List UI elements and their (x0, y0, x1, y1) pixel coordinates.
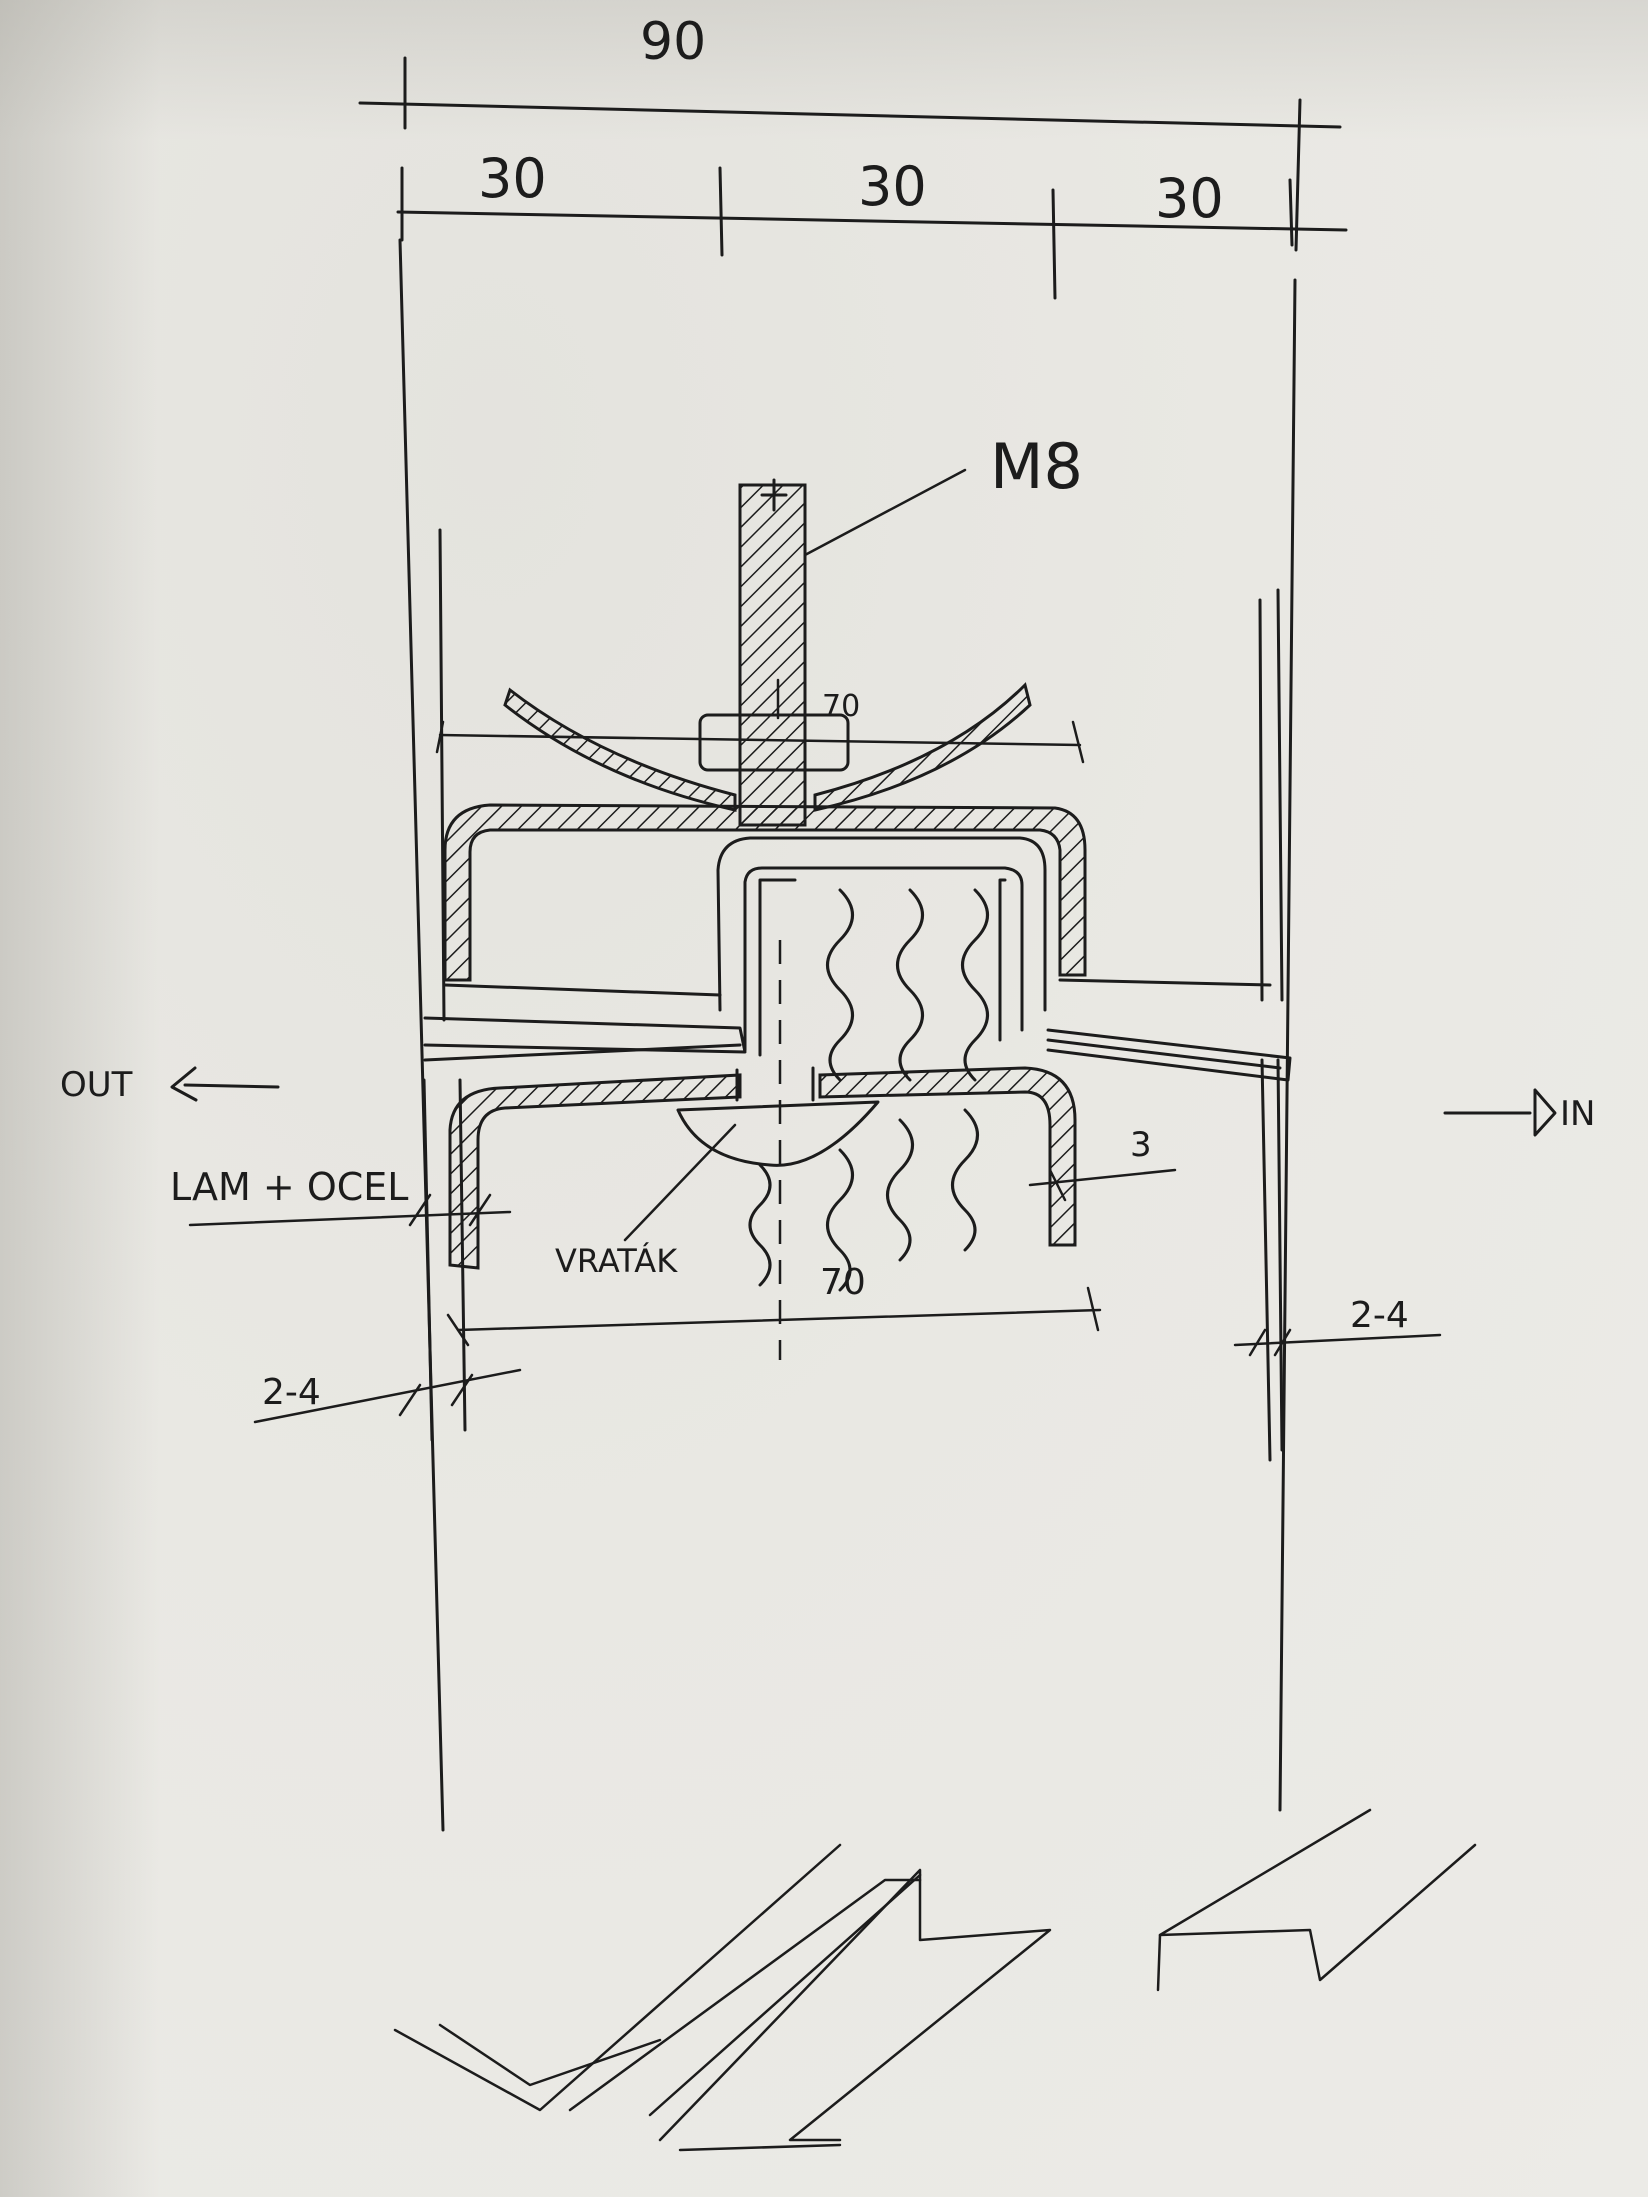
material-label: LAM + OCEL (170, 1165, 409, 1209)
bolt-label: M8 (990, 430, 1083, 503)
width-mid-label: 30 (858, 155, 927, 218)
upper-cap-profile (443, 803, 1272, 997)
gap-left-leader (253, 1368, 522, 1424)
overall-dimension-line (358, 56, 1342, 252)
overall-width-label: 90 (640, 12, 707, 72)
seal-band (423, 1016, 1292, 1082)
perspective-sketch-left (393, 1843, 1052, 2152)
inner-u-channel (716, 836, 1047, 1057)
inner-panel-lines (422, 528, 1284, 1462)
paper-shadow-left (0, 0, 160, 2197)
bolt-dim-label: 70 (822, 689, 861, 724)
out-arrow (170, 1066, 280, 1102)
out-label: OUT (60, 1065, 133, 1105)
thickness-label: 3 (1130, 1125, 1152, 1165)
lower-cap-profile (448, 1066, 1077, 1270)
bolt-dimension-line (435, 678, 1085, 764)
width-left-label: 30 (478, 147, 547, 210)
drip-cap (676, 1066, 880, 1167)
sub-dimension-line (396, 166, 1348, 300)
in-arrow (1443, 1088, 1557, 1137)
m8-leader (803, 468, 967, 557)
gap-left-label: 2-4 (262, 1372, 321, 1413)
insulation-waves (748, 888, 989, 1292)
perspective-sketch-right (1156, 1808, 1477, 1992)
drip-leader (623, 1123, 737, 1242)
outer-wall-lines (398, 238, 1297, 1832)
gap-right-label: 2-4 (1350, 1295, 1409, 1336)
width-right-label: 30 (1155, 167, 1224, 230)
thickness-leader (1028, 1168, 1177, 1202)
material-leader (188, 1193, 512, 1227)
gap-right-leader (1233, 1328, 1442, 1357)
m8-bolt (698, 478, 850, 827)
bottom-dim-label: 70 (820, 1262, 866, 1303)
paper-shadow-top (0, 0, 1648, 140)
drip-label: VRATÁK (555, 1242, 678, 1280)
bottom-dimension-line (446, 1286, 1102, 1347)
in-label: IN (1560, 1094, 1596, 1134)
